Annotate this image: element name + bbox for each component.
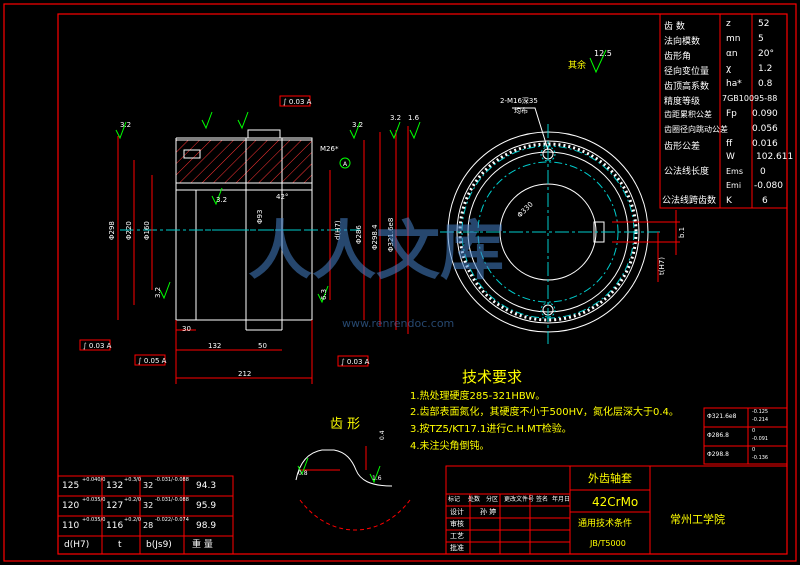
svg-text:∫ 0.05 A: ∫ 0.05 A: [138, 357, 167, 365]
section-view: Φ298 Φ220 Φ160 d(H7) Φ286 Φ298.4 Φ321.6e…: [79, 95, 421, 384]
svg-text:Φ220: Φ220: [125, 221, 133, 240]
svg-text:Φ160: Φ160: [143, 221, 151, 240]
standard: JB/T5000: [590, 539, 626, 548]
svg-text:3.2: 3.2: [154, 287, 162, 298]
other-roughness-value: 12.5: [594, 49, 612, 58]
designer-name: 孙 婷: [480, 508, 497, 516]
svg-text:∫ 0.03 A: ∫ 0.03 A: [83, 342, 112, 350]
tech-req-title: 技术要求: [462, 368, 523, 386]
gongfa-label: 公法线长度: [664, 167, 710, 177]
svg-text:b.1: b.1: [678, 227, 686, 238]
end-view: t(H7) b.1 Φ330: [440, 49, 686, 344]
param-table-grid: [659, 13, 788, 209]
condition: 通用技术条件: [578, 519, 633, 529]
svg-text:0.8: 0.8: [298, 470, 308, 477]
inner-frame: [57, 13, 788, 555]
svg-text:A: A: [343, 161, 348, 168]
svg-text:Φ298.4: Φ298.4: [371, 224, 379, 250]
dim-30: 30: [182, 325, 191, 333]
svg-text:3.2: 3.2: [120, 121, 131, 129]
svg-text:t(H7): t(H7): [658, 257, 666, 275]
outer-frame: [3, 3, 797, 562]
dim-50: 50: [258, 342, 267, 350]
size-table-grid: [57, 475, 234, 555]
school-name: 常州工学院: [670, 513, 725, 526]
tech-req-item: 1.热处理硬度285-321HBW。: [410, 391, 546, 402]
svg-text:Φ321.6e8: Φ321.6e8: [387, 218, 395, 252]
svg-text:1.6: 1.6: [408, 114, 420, 122]
material: 42CrMo: [592, 495, 639, 509]
svg-text:3.2: 3.2: [216, 196, 227, 204]
other-roughness-label: 其余: [568, 61, 587, 71]
kuache-label: 公法线跨齿数: [662, 196, 717, 206]
tech-req-item: 3.按TZ5/KT17.1进行C.H.MT检验。: [410, 424, 572, 435]
title-block-grid: [445, 465, 788, 555]
svg-text:6.3: 6.3: [320, 289, 328, 300]
svg-text:Φ330: Φ330: [516, 200, 535, 219]
svg-text:∫ 0.03 A: ∫ 0.03 A: [283, 98, 312, 106]
dim-132: 132: [208, 342, 222, 350]
dim-42: 42°: [276, 193, 289, 201]
svg-text:3.2: 3.2: [352, 121, 363, 129]
svg-text:3.2: 3.2: [390, 114, 401, 122]
tech-req-item: 4.未注尖角倒钝。: [410, 441, 490, 452]
tooth-profile-label: 齿 形: [330, 417, 361, 432]
svg-text:d(H7): d(H7): [334, 220, 342, 240]
svg-text:0.4: 0.4: [379, 430, 386, 440]
tooth-profile-detail: 0.8 1.6 0.4: [295, 430, 411, 531]
hole-note-2: 均布: [514, 107, 528, 115]
svg-text:∫ 0.03 A: ∫ 0.03 A: [341, 358, 370, 366]
tech-req-item: 2.齿部表面氮化，其硬度不小于500HV，氮化层深大于0.4。: [410, 407, 679, 418]
svg-text:Φ298: Φ298: [108, 221, 116, 240]
hole-note: 2-M16深35: [500, 97, 538, 105]
dim-212: 212: [238, 370, 252, 378]
tolerance-box: [703, 407, 788, 465]
svg-text:1.6: 1.6: [372, 475, 382, 482]
dim-m26: M26*: [320, 145, 339, 153]
watermark-url: www.renrendoc.com: [342, 317, 455, 330]
part-name: 外齿轴套: [588, 472, 632, 485]
svg-text:Φ93: Φ93: [256, 210, 264, 224]
svg-text:Φ286: Φ286: [355, 225, 363, 244]
watermark: 人人文库: [248, 215, 504, 289]
